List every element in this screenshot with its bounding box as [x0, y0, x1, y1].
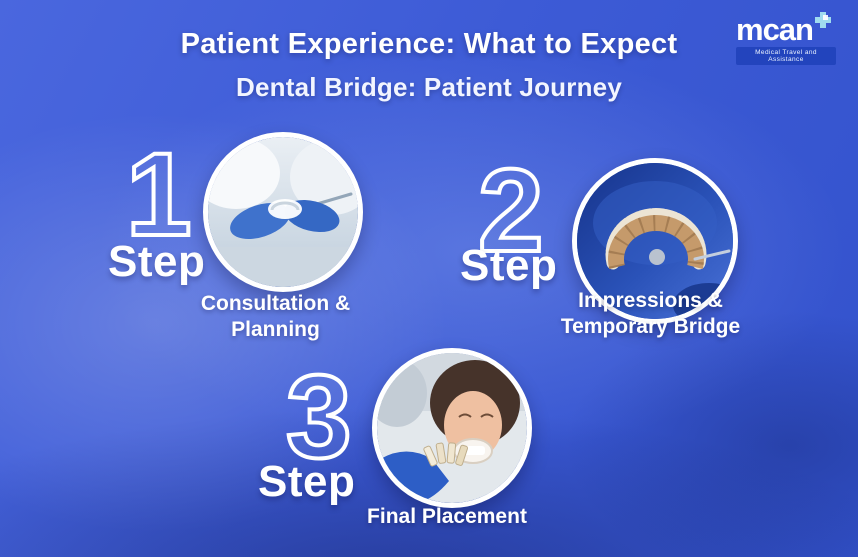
page-title: Patient Experience: What to Expect — [180, 28, 678, 60]
step-caption: Consultation & Planning — [200, 292, 351, 342]
step-label: Step — [258, 457, 356, 506]
step-caption: Final Placement — [367, 505, 527, 528]
step-caption: Impressions & Temporary Bridge — [560, 289, 741, 339]
step-photo — [203, 132, 363, 292]
step-number: 3 — [284, 351, 354, 483]
step-number: 1 — [124, 129, 194, 261]
logo-tagline: Medical Travel and Assistance — [736, 47, 836, 65]
page-subtitle: Dental Bridge: Patient Journey — [236, 72, 622, 102]
dental-consultation-image — [208, 137, 358, 287]
logo-text: mcan — [736, 12, 814, 47]
step-label: Step — [108, 237, 206, 286]
mcan-logo: mcan Medical Travel and Assistance — [736, 12, 836, 65]
dental-impression-model-image — [577, 163, 733, 319]
shade-matching-placement-image — [377, 353, 527, 503]
plus-icon — [814, 12, 831, 33]
step-number: 2 — [476, 145, 546, 277]
step-photo — [372, 348, 532, 508]
shade-guide — [423, 442, 469, 467]
step-label: Step — [460, 241, 558, 290]
step-photo — [572, 158, 738, 324]
